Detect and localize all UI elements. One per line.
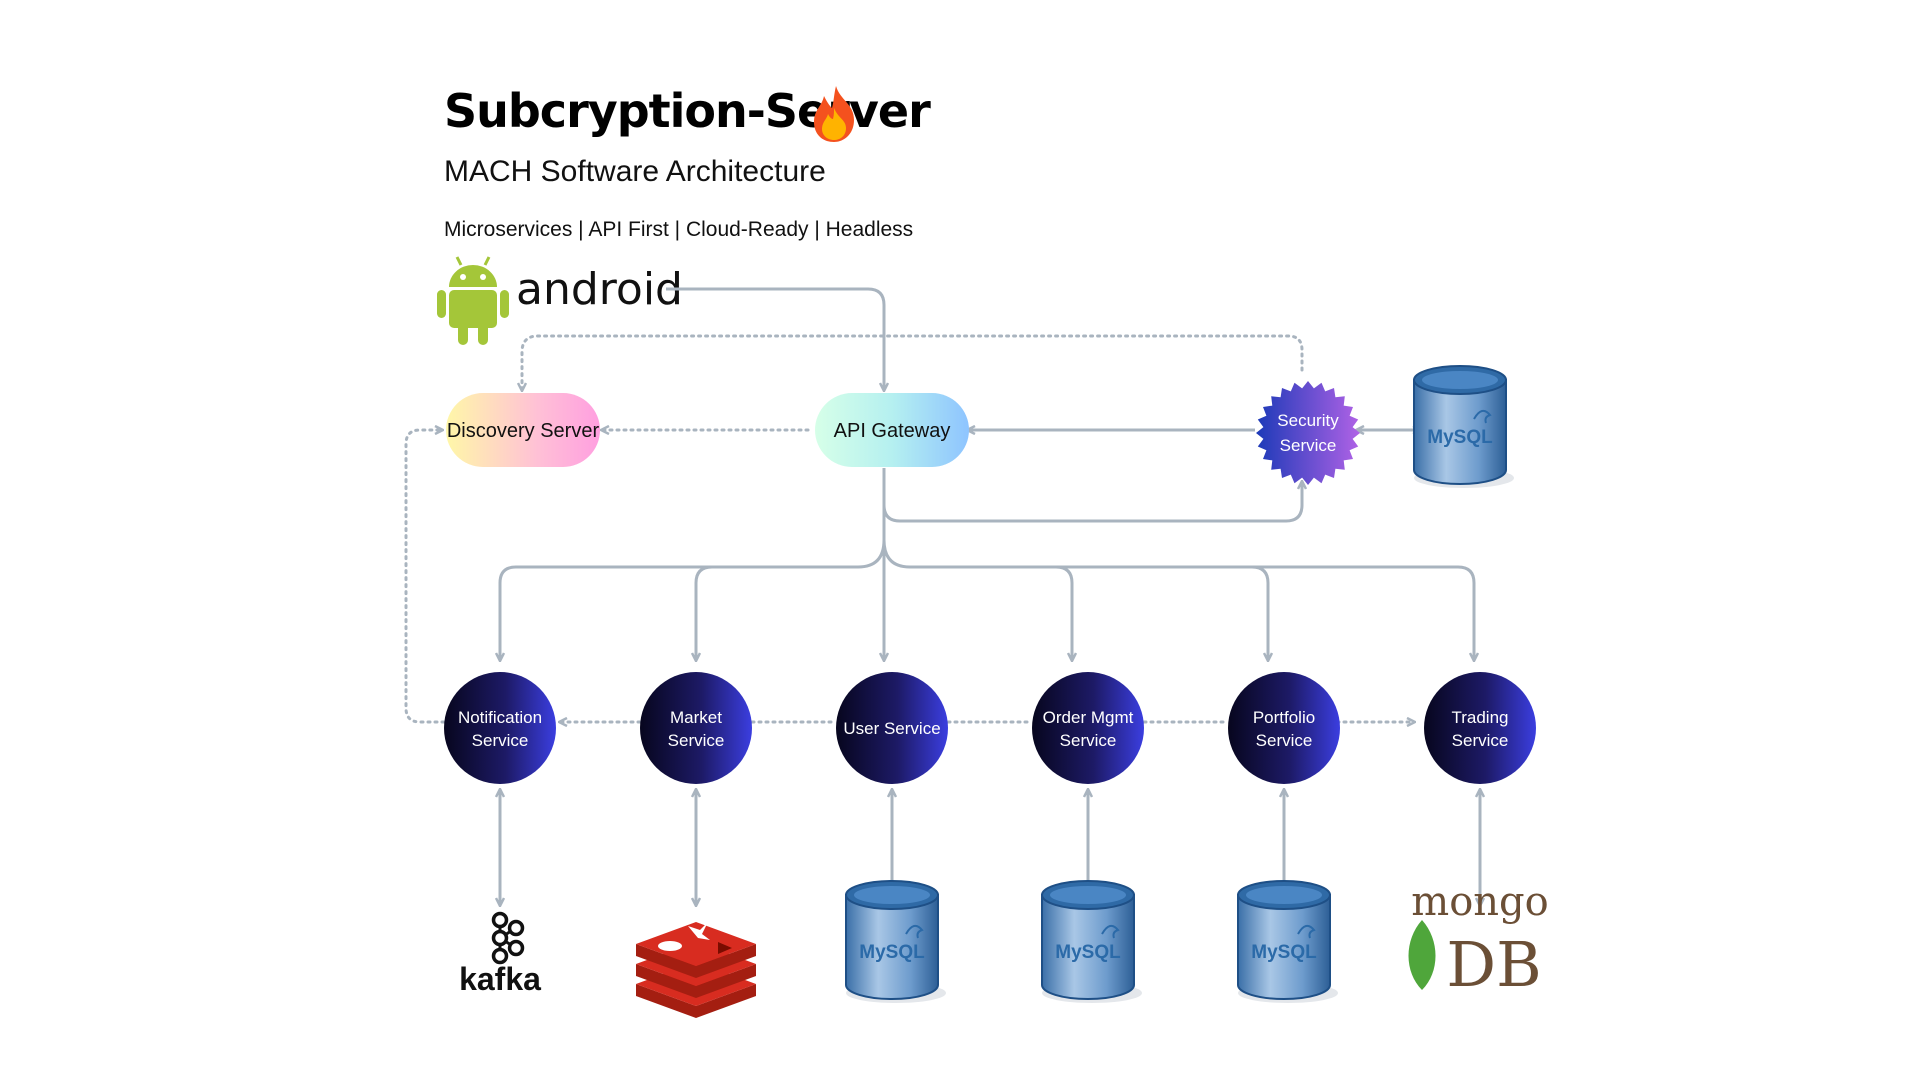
android-robot-icon — [437, 256, 509, 345]
mysql-db-icon: MySQL — [1237, 880, 1338, 1003]
mysql-label: MySQL — [1427, 427, 1493, 448]
mongodb-label-bottom: DB — [1446, 928, 1541, 1001]
mongodb-label-top: mongo — [1411, 879, 1548, 925]
service-label-1: Order Mgmt — [1043, 708, 1134, 727]
android-label: android — [516, 264, 683, 315]
mysql-db-icon: MySQL — [1041, 880, 1142, 1003]
service-label-1: User Service — [843, 719, 940, 738]
security-service-label-2: Service — [1280, 436, 1337, 455]
service-label-2: Service — [1452, 731, 1509, 750]
service-node-2[interactable]: User Service — [836, 672, 948, 784]
service-label-1: Notification — [458, 708, 542, 727]
service-label-1: Portfolio — [1253, 708, 1315, 727]
service-label-2: Service — [1256, 731, 1313, 750]
service-label-2: Service — [668, 731, 725, 750]
discovery-server-node[interactable]: Discovery Server — [446, 393, 600, 467]
kafka-icon: kafka — [459, 911, 541, 997]
fire-icon — [814, 86, 854, 142]
api-gateway-label: API Gateway — [834, 420, 951, 442]
kafka-label: kafka — [459, 961, 541, 997]
redis-icon — [636, 922, 756, 1018]
security-service-node[interactable]: Security Service — [1256, 381, 1360, 485]
security-service-label-1: Security — [1277, 411, 1339, 430]
discovery-server-label: Discovery Server — [447, 420, 600, 442]
page-tagline: Microservices | API First | Cloud-Ready … — [444, 218, 913, 241]
mysql-label: MySQL — [1055, 942, 1121, 963]
connectors — [404, 287, 1480, 905]
service-label-1: Market — [670, 708, 722, 727]
mysql-db-icon: MySQL — [1413, 365, 1514, 488]
mysql-db-icon: MySQL — [845, 880, 946, 1003]
page-subtitle: MACH Software Architecture — [444, 155, 826, 188]
api-gateway-node[interactable]: API Gateway — [815, 393, 969, 467]
page-title: Subcryption-Server — [444, 84, 931, 138]
service-label-2: Service — [1060, 731, 1117, 750]
mysql-label: MySQL — [859, 942, 925, 963]
mysql-label: MySQL — [1251, 942, 1317, 963]
service-label-1: Trading — [1451, 708, 1508, 727]
service-label-2: Service — [472, 731, 529, 750]
